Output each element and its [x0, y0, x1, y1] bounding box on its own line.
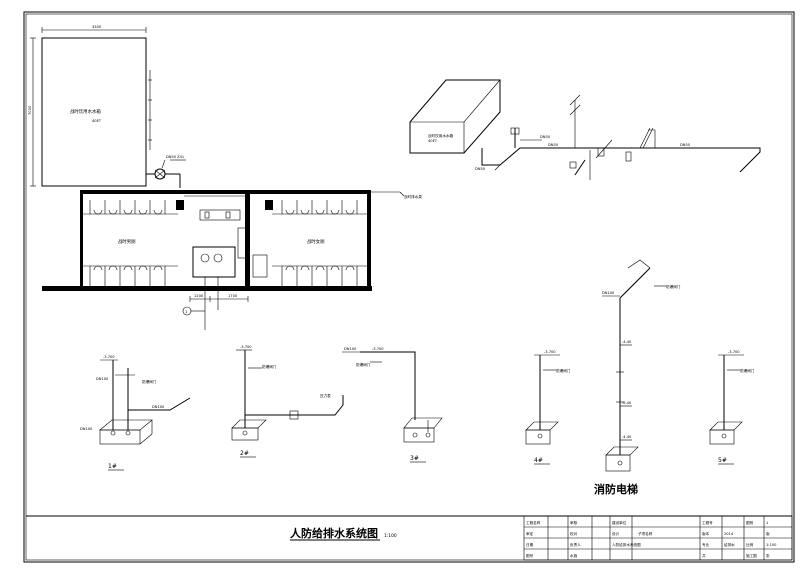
detail-5-num: 5#	[718, 457, 727, 464]
pipe-label-a: DN50	[540, 135, 551, 139]
iso-water-system: 战时饮用水水箱 40ET DN50 DN50 DN50 DN50	[409, 79, 761, 180]
detail-1-label: 防爆阀门	[142, 379, 157, 384]
title-block: 人防给排水系统图 1:100 工程名称 审核 建设单位 工程号 图别 审定 校对…	[26, 515, 793, 561]
tb-c22: 1	[766, 521, 768, 525]
iso-tank	[409, 79, 501, 154]
pump-pit	[192, 246, 236, 278]
detail-2: -3.700 防爆阀门 压力表 2#	[231, 345, 344, 458]
sheet-inner-border	[25, 13, 793, 561]
wall-bottom	[42, 286, 372, 291]
detail-2-elev: -3.700	[240, 345, 252, 349]
pump-leader-label: 战时排水泵	[404, 194, 422, 199]
detail-2-extra: 压力表	[320, 393, 331, 398]
elevator-elev-3: -4.40	[622, 435, 632, 439]
detail-2-label: 防爆阀门	[262, 364, 277, 369]
tb-c21: 2014	[724, 532, 734, 536]
detail-3-num: 3#	[410, 455, 419, 462]
tank-dim-side: 7000	[28, 105, 32, 115]
tb-c15: 比例	[746, 542, 754, 547]
tb-c14: 负责人	[570, 542, 581, 547]
iso-tank-label: 战时饮用水水箱	[428, 133, 454, 138]
tb-c3: 建设单位	[612, 520, 627, 525]
detail-4-elev: -3.700	[544, 350, 556, 354]
tb-c8: 设计	[612, 531, 620, 536]
wall-top	[80, 190, 370, 194]
detail-3: DN100 -3.700 防爆阀门 3#	[342, 347, 443, 463]
valve-label: DN50 Z41	[166, 155, 184, 159]
wall-middle	[245, 190, 250, 290]
tb-c17: 水施	[570, 553, 578, 558]
tb-c18: 1:100	[766, 543, 777, 547]
elevator-elev-1: -4.40	[622, 340, 632, 344]
tank-dim-top: 3300	[92, 25, 102, 29]
detail-4: -3.700 防爆阀门 4#	[525, 350, 571, 465]
tb-c20: 给排水	[724, 542, 735, 547]
detail-2-num: 2#	[240, 450, 249, 457]
detail-5-elev: -3.700	[728, 350, 740, 354]
detail-4-num: 4#	[534, 457, 543, 464]
tb-c24: 共	[702, 553, 706, 558]
tb-c25: 张	[766, 553, 770, 558]
iso-tank-sub: 40ET	[428, 139, 438, 143]
elevator-elev-2: -6.40	[622, 401, 632, 405]
pipe-label-d: DN50	[680, 143, 691, 147]
sheet-border	[23, 11, 795, 563]
detail-3-label: 防爆阀门	[356, 362, 371, 367]
dim-b: 1700	[228, 294, 238, 298]
main-title-scale: 1:100	[384, 533, 397, 539]
tb-c1: 工程名称	[526, 520, 541, 525]
tb-c13: 日期	[526, 542, 534, 547]
svg-text:DN100: DN100	[152, 405, 165, 409]
tb-c19: 施工图	[746, 553, 757, 558]
tb-c10: 版本	[702, 531, 710, 536]
svg-text:DN100: DN100	[80, 427, 93, 431]
tb-c9: 子项名称	[638, 531, 653, 536]
tb-c5: 图别	[746, 520, 754, 525]
room-left-label: 战时男厕	[118, 238, 136, 245]
toilet-stalls-left	[83, 200, 178, 286]
detail-3-pipe: DN100	[344, 347, 357, 351]
main-title: 人防给排水系统图	[290, 526, 378, 540]
elevator-label: 防爆阀门	[666, 284, 681, 289]
detail-5: -3.700 防爆阀门 5#	[709, 350, 755, 465]
detail-5-label: 防爆阀门	[740, 368, 755, 373]
room-right-label: 战时女厕	[307, 238, 325, 245]
section-marker-num: 1	[185, 310, 187, 314]
tb-c12: 专业	[702, 542, 710, 547]
tb-c11: 人防给排水系统图	[612, 542, 641, 547]
detail-1-num: 1#	[108, 463, 117, 470]
tb-c7: 校对	[570, 531, 578, 536]
detail-1-elev: -3.700	[103, 355, 115, 359]
detail-1: -3.700 DN100 防爆阀门 DN100 DN100 1#	[80, 355, 191, 471]
elevator-title: 消防电梯	[594, 482, 638, 496]
tb-c6: 审定	[526, 531, 534, 536]
tb-c16: 图号	[526, 553, 534, 558]
toilet-stalls-right	[272, 200, 367, 286]
tb-c4: 工程号	[702, 520, 713, 525]
elevator-system: DN100 防爆阀门 -4.40 -6.40 -4.40 消防电梯	[594, 259, 681, 496]
elevator-pipe: DN100	[602, 291, 615, 295]
tb-c23: 版	[766, 531, 770, 536]
pipe-label-c: DN50	[548, 143, 559, 147]
detail-1-pipe: DN100	[96, 377, 109, 381]
dim-a: 1200	[194, 294, 204, 298]
detail-4-label: 防爆阀门	[556, 368, 571, 373]
detail-3-elev: -3.700	[372, 347, 384, 351]
plan-view: 3300 7000 战时饮用水水箱 40ET DN50 Z41	[28, 25, 422, 330]
tank-label: 战时饮用水水箱	[70, 108, 101, 115]
pipe-label-b: DN50	[475, 167, 486, 171]
tank-room	[41, 37, 147, 187]
tank-sub: 40ET	[92, 119, 102, 123]
tb-c2: 审核	[570, 520, 578, 525]
